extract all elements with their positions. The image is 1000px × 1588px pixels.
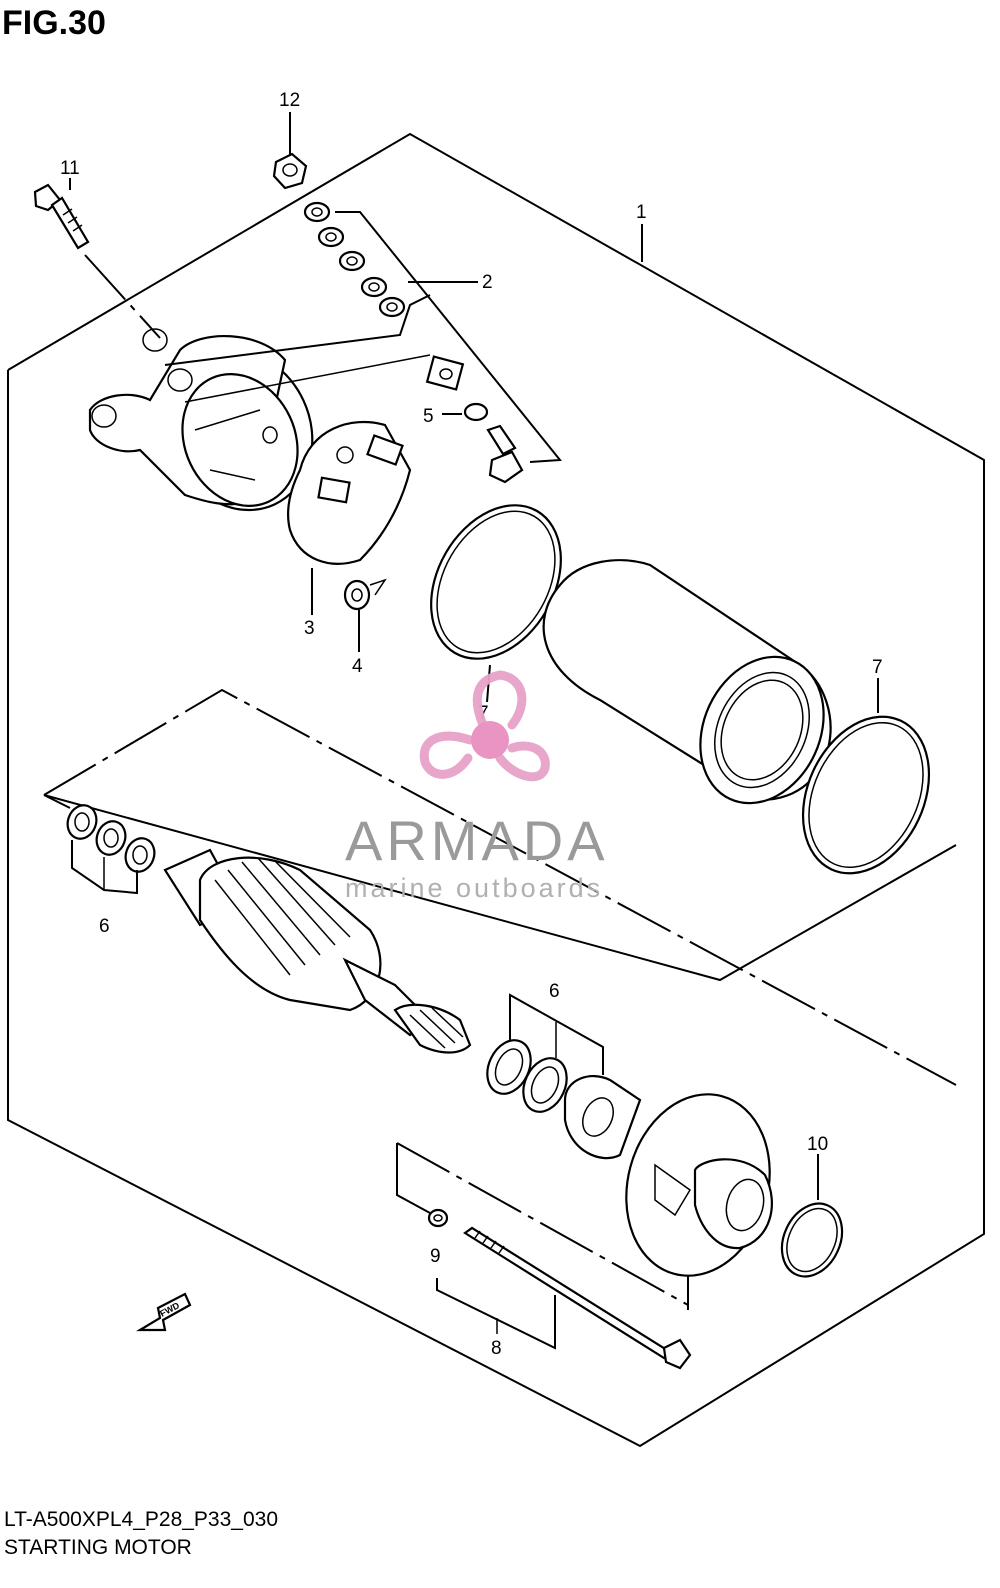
propeller-logo-icon <box>419 670 550 782</box>
watermark-brand: ARMADA <box>345 809 609 872</box>
terminal-bolt <box>486 424 524 484</box>
callout-7-lower: 7 <box>872 657 883 678</box>
fwd-arrow-icon <box>136 1292 192 1332</box>
cover-box-left <box>396 1143 431 1214</box>
armature-box-outline <box>43 688 957 1086</box>
brush-plate <box>286 420 412 565</box>
callout-5: 5 <box>423 406 434 427</box>
motor-yoke <box>542 559 832 805</box>
rear-housing <box>88 328 314 512</box>
o-ring-10 <box>780 1202 844 1278</box>
callout-9: 9 <box>430 1246 441 1267</box>
callout-3: 3 <box>304 618 315 639</box>
cover-box-outline <box>396 1142 689 1306</box>
nut-12 <box>272 152 308 190</box>
callouts: 1 2 3 4 5 6 6 7 7 8 9 10 11 12 <box>60 90 883 1359</box>
callout-2: 2 <box>482 272 493 293</box>
callout-6-right: 6 <box>549 981 560 1002</box>
washer-9 <box>427 1208 449 1228</box>
bushing <box>343 578 387 611</box>
washers-right <box>486 993 642 1160</box>
front-cover <box>625 1093 773 1277</box>
long-bolt-8 <box>436 1226 692 1370</box>
callout-10: 10 <box>807 1134 828 1155</box>
through-bolt-11 <box>33 183 161 339</box>
leader-lines <box>69 112 879 1200</box>
armature-box-right <box>43 794 957 982</box>
drawing-code: LT-A500XPL4_P28_P33_030 <box>4 1508 279 1531</box>
watermark: ARMADA marine outboards <box>345 670 609 903</box>
callout-1: 1 <box>636 202 647 223</box>
callout-8: 8 <box>491 1338 502 1359</box>
assembly-box-outline <box>7 132 985 1448</box>
watermark-tagline: marine outboards <box>345 873 603 903</box>
figure-title: FIG.30 <box>2 4 106 42</box>
callout-6-left: 6 <box>99 916 110 937</box>
washer-set <box>164 201 562 463</box>
callout-12: 12 <box>279 90 300 111</box>
washers-left <box>66 804 156 895</box>
armature <box>163 848 472 1054</box>
callout-4: 4 <box>352 656 363 677</box>
callout-11: 11 <box>60 158 80 179</box>
o-ring-5 <box>463 402 489 422</box>
gasket-ring-lower <box>801 715 931 875</box>
figure-name: STARTING MOTOR <box>4 1536 192 1559</box>
